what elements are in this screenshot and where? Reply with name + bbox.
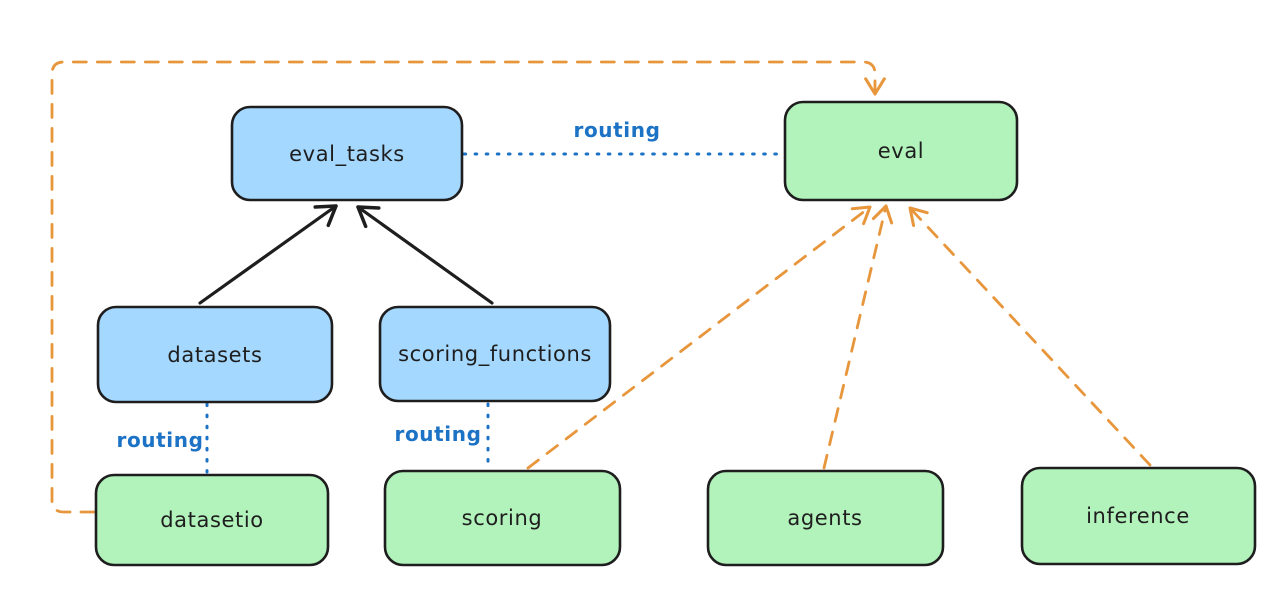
edge-scoring-to-eval: [526, 205, 872, 470]
node-scoring-label: scoring: [462, 506, 543, 530]
node-datasetio-box: [94, 473, 330, 567]
node-agents-box: [706, 469, 945, 567]
node-inference-label: inference: [1086, 504, 1190, 528]
node-eval: eval: [783, 100, 1019, 202]
edge-scoring-functions-to-eval-tasks: [356, 205, 494, 305]
node-inference-box: [1020, 466, 1257, 566]
edge-datasetio-to-eval: [50, 60, 886, 514]
routing-label-scoring: routing: [394, 422, 481, 446]
node-scoring: scoring: [383, 469, 622, 567]
node-datasets: datasets: [96, 305, 334, 404]
node-eval-tasks-box: [230, 105, 464, 202]
node-inference: inference: [1020, 466, 1257, 566]
edge-inference-to-eval: [908, 206, 1152, 467]
node-datasetio-label: datasetio: [160, 508, 263, 532]
node-eval-label: eval: [878, 139, 924, 163]
routing-label-eval: routing: [573, 118, 660, 142]
node-agents: agents: [706, 469, 945, 567]
node-datasetio: datasetio: [94, 473, 330, 567]
node-eval-tasks: eval_tasks: [230, 105, 464, 202]
edge-datasets-to-eval-tasks: [198, 204, 338, 305]
node-scoring-functions-box: [378, 305, 612, 403]
node-scoring-box: [383, 469, 622, 567]
node-eval-box: [783, 100, 1019, 202]
node-eval-tasks-label: eval_tasks: [289, 142, 405, 167]
node-scoring-functions: scoring_functions: [378, 305, 612, 403]
node-agents-label: agents: [787, 506, 862, 530]
node-scoring-functions-label: scoring_functions: [398, 342, 592, 367]
edge-agents-to-eval: [822, 204, 894, 470]
routing-label-datasetio: routing: [116, 428, 203, 452]
node-datasets-label: datasets: [167, 343, 262, 367]
node-datasets-box: [96, 305, 334, 404]
